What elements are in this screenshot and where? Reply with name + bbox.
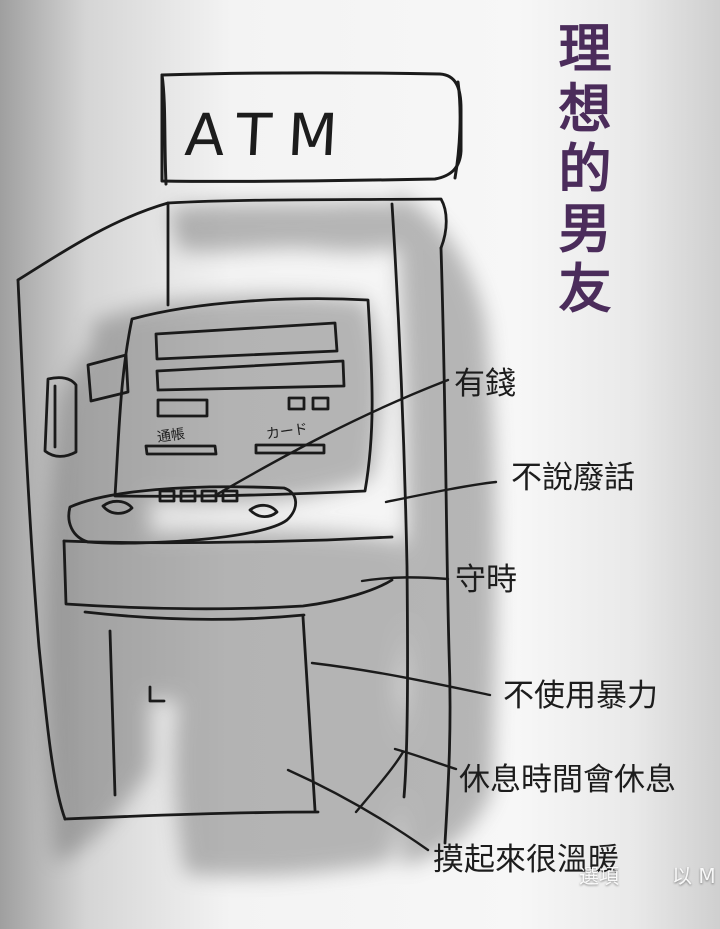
watermark-left: 選項 [579,864,619,888]
callout-punctual: 守時 [455,562,517,598]
front-console-lower [62,539,394,611]
no-nonsense-callout-line [384,480,498,504]
rest-callout-line [393,747,458,771]
money-callout-line [212,378,450,498]
panel-outline [113,297,374,498]
callout-rest-time: 休息時間會休息 [459,762,676,798]
small-right-box-1 [287,396,306,411]
left-slot [144,444,218,456]
keypad-right-bump [248,503,279,519]
key-2 [179,489,197,503]
lower-shading [174,625,405,877]
left-outer-edge [16,278,67,821]
lower-door-right [301,615,317,812]
callout-lines [212,378,498,852]
non-violence-callout-line [310,661,492,697]
key-3 [200,489,218,503]
callout-non-violent: 不使用暴力 [503,678,658,714]
top-roof [16,197,448,282]
screen-shading [92,294,382,505]
sign-border [160,71,463,183]
watermark-right: 以 M [672,864,716,888]
screen-middle [155,359,346,392]
atm-sign [160,71,463,186]
atm-sign-text: ATM [183,101,356,169]
bottom-edge [63,810,320,821]
small-right-box-2 [311,396,330,411]
sign-bracket [160,73,168,186]
atm-body [16,197,452,845]
callout-warm-touch: 摸起來很溫暖 [433,842,619,878]
warm-callout-line-2 [354,750,405,814]
keypad-left-bump [101,499,134,515]
front-console-top [62,535,394,545]
sign-bracket-right [453,80,462,180]
callout-money: 有錢 [454,366,516,402]
right-slot [254,443,326,455]
small-left-box [156,398,209,418]
page-title: 理想的男友 [558,19,612,320]
right-side [439,246,452,845]
front-shelf [83,610,306,621]
top-shading [170,201,430,252]
key-4 [221,489,239,503]
lower-door-handle [148,685,166,703]
callout-no-nonsense: 不說廢話 [511,460,635,496]
left-receiver [43,376,78,458]
key-1 [158,489,176,503]
screen-top [154,321,339,361]
side-card-box [86,353,130,403]
lower-door-left [108,629,117,797]
punctual-callout-line [360,576,450,583]
front-right-post [390,202,409,799]
